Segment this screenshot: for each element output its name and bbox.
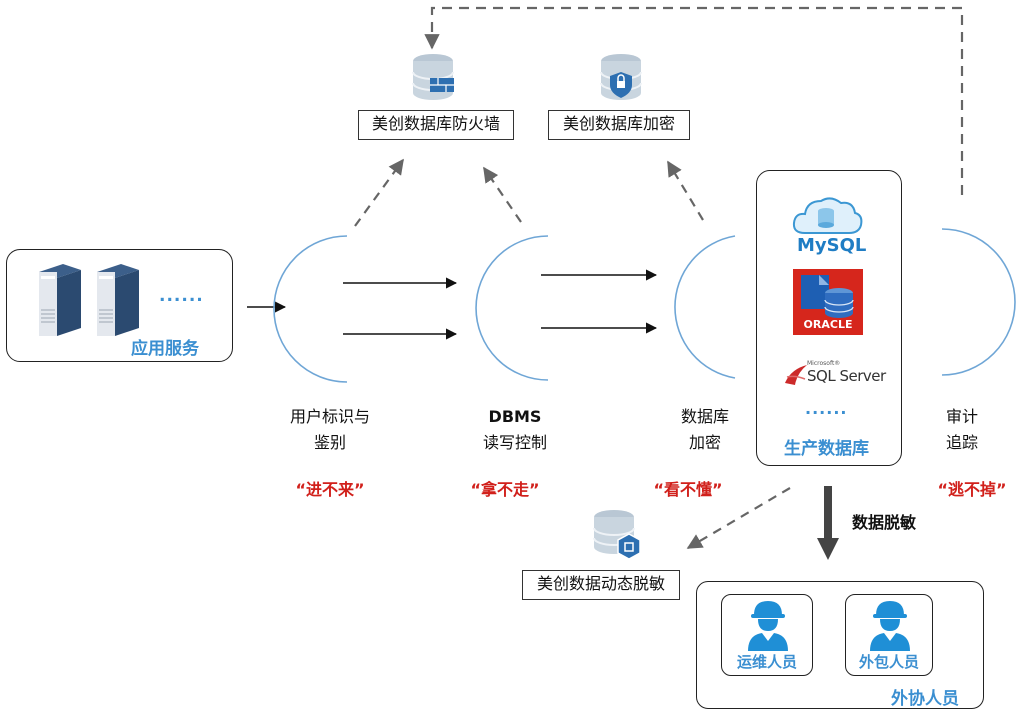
desensitize-thick-arrow-head xyxy=(817,538,839,560)
mysql-cloud-icon xyxy=(792,197,863,234)
firewall-db-icon xyxy=(412,54,454,100)
step-auth-title: 用户标识与 鉴别 xyxy=(270,404,390,456)
step-dbms-title-line1: DBMS xyxy=(488,407,542,426)
step-audit-slogan: “逃不掉” xyxy=(937,480,1007,499)
production-db-box: MySQL ORACLE Microsoft® SQL Server .....… xyxy=(756,170,902,466)
step-auth-title-line2: 鉴别 xyxy=(313,433,346,452)
audit-feedback-dashed-line xyxy=(424,6,964,195)
production-db-ellipsis: ...... xyxy=(805,399,848,418)
oracle-logo-text: ORACLE xyxy=(803,318,853,331)
worker-icon xyxy=(748,601,788,651)
desensitize-db-icon xyxy=(593,510,641,560)
step-auth-slogan: “进不来” xyxy=(295,480,365,499)
dashed-arrow-to-firewall-1 xyxy=(354,158,404,227)
arc-encrypt xyxy=(674,235,736,379)
ops-person-label: 运维人员 xyxy=(736,653,797,671)
oracle-db-icon xyxy=(793,269,863,335)
encryption-label: 美创数据库加密 xyxy=(562,114,675,133)
app-service-label: 应用服务 xyxy=(131,339,199,359)
desensitize-node: 美创数据动态脱敏 xyxy=(522,570,680,600)
desensitize-node-label: 美创数据动态脱敏 xyxy=(536,574,665,593)
ops-person-card: 运维人员 xyxy=(721,594,813,676)
encryption-node: 美创数据库加密 xyxy=(548,110,690,140)
desensitize-caption: 数据脱敏 xyxy=(852,513,917,532)
firewall-label: 美创数据库防火墙 xyxy=(371,114,500,133)
outsource-person-card: 外包人员 xyxy=(845,594,933,676)
step-encrypt-title-line2: 加密 xyxy=(688,433,721,452)
app-service-box: ...... 应用服务 xyxy=(6,249,233,362)
step-audit-title-line2: 追踪 xyxy=(945,433,978,452)
app-service-ellipsis: ...... xyxy=(159,286,204,306)
mysql-logo-text: MySQL xyxy=(797,235,867,256)
sqlserver-small-text: Microsoft® xyxy=(807,360,841,367)
encryption-db-icon xyxy=(600,54,642,100)
step-encrypt-title-line1: 数据库 xyxy=(680,407,729,426)
dashed-arrow-to-firewall-2 xyxy=(483,166,522,223)
worker-icon xyxy=(870,601,910,651)
step-auth-title-line1: 用户标识与 xyxy=(289,407,370,426)
dashed-arrow-to-encryption xyxy=(667,160,704,221)
sqlserver-logo-text: SQL Server xyxy=(807,367,886,385)
external-personnel-label: 外协人员 xyxy=(891,689,959,709)
arc-dbms xyxy=(475,235,549,381)
sqlserver-logo-icon xyxy=(785,365,807,385)
step-encrypt-slogan: “看不懂” xyxy=(653,480,723,499)
arc-auth xyxy=(273,235,348,383)
external-personnel-box: 运维人员 外包人员 外协人员 xyxy=(696,581,984,709)
firewall-node: 美创数据库防火墙 xyxy=(358,110,514,140)
server-icon xyxy=(39,264,139,336)
outsource-person-label: 外包人员 xyxy=(858,653,919,671)
production-db-label: 生产数据库 xyxy=(784,439,869,459)
step-audit-title-line1: 审计 xyxy=(945,407,978,426)
step-encrypt-title: 数据库 加密 xyxy=(645,404,765,456)
step-dbms-slogan: “拿不走” xyxy=(470,480,540,499)
step-audit-title: 审计 追踪 xyxy=(922,404,1002,456)
arc-audit xyxy=(941,228,1016,376)
dashed-arrow-to-desensitize xyxy=(686,487,791,549)
step-dbms-title-line2: 读写控制 xyxy=(482,433,547,452)
step-dbms-title: DBMS 读写控制 xyxy=(455,404,575,456)
